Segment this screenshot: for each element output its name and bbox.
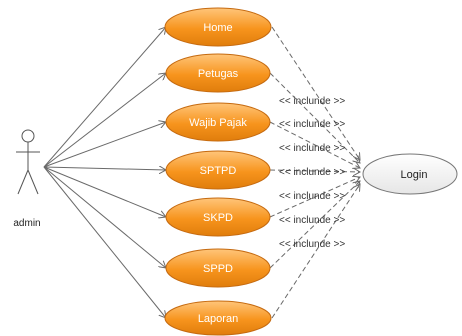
use-case-sptpd-shape — [165, 150, 271, 190]
use-case-sppd-label: SPPD — [203, 263, 233, 275]
include-label-home: << inclunde >> — [279, 96, 345, 107]
include-line-sptpd — [269, 170, 360, 172]
use-case-skpd[interactable]: SKPD — [165, 197, 271, 237]
use-case-home[interactable]: Home — [164, 7, 272, 47]
actor-label: admin — [13, 218, 40, 229]
association-line-sptpd — [43, 167, 166, 170]
include-line-wajib-pajak — [269, 121, 360, 168]
use-case-laporan-label: Laporan — [198, 313, 238, 325]
use-case-sppd[interactable]: SPPD — [165, 248, 271, 288]
use-case-skpd-label: SKPD — [203, 212, 233, 224]
use-case-laporan[interactable]: Laporan — [164, 300, 272, 336]
association-line-sppd — [43, 166, 166, 268]
use-case-home-shape — [164, 7, 272, 47]
actor-right-leg — [27, 169, 39, 195]
include-labels: << inclunde >> << inclunde >> << inclund… — [279, 96, 345, 250]
use-case-wajib-pajak-label: Wajib Pajak — [189, 117, 247, 129]
actor-admin[interactable] — [16, 129, 40, 195]
use-case-petugas-shape — [165, 53, 271, 93]
include-label-sppd: << inclunde >> — [279, 215, 345, 226]
include-label-laporan: << inclunde >> — [279, 239, 345, 250]
use-case-skpd-shape — [165, 197, 271, 237]
include-line-laporan — [271, 184, 360, 319]
include-line-sppd — [269, 181, 360, 269]
use-case-petugas[interactable]: Petugas — [165, 53, 271, 93]
use-case-laporan-shape — [164, 300, 272, 336]
include-line-skpd — [269, 177, 360, 218]
use-case-login-label: Login — [401, 169, 428, 181]
use-case-sppd-shape — [165, 248, 271, 288]
include-label-wajib-pajak: << inclunde >> — [279, 143, 345, 154]
use-case-wajib-pajak[interactable]: Wajib Pajak — [165, 102, 271, 142]
association-line-petugas — [43, 73, 166, 168]
association-line-wajib-pajak — [43, 122, 166, 168]
use-case-home-label: Home — [203, 22, 232, 34]
include-label-sptpd: << inclunde >> — [279, 167, 345, 178]
association-lines — [43, 27, 166, 318]
include-line-home — [271, 26, 360, 160]
association-line-skpd — [43, 166, 166, 217]
use-case-sptpd[interactable]: SPTPD — [165, 150, 271, 190]
include-label-petugas: << inclunde >> — [279, 119, 345, 130]
include-label-skpd: << inclunde >> — [279, 191, 345, 202]
use-case-login-shape — [362, 153, 458, 195]
use-case-wajib-pajak-shape — [165, 102, 271, 142]
use-case-login[interactable]: Login — [362, 153, 458, 195]
association-line-laporan — [43, 166, 166, 318]
include-lines — [269, 26, 360, 319]
association-line-home — [43, 27, 166, 168]
actor-left-leg — [17, 169, 29, 195]
actor-head — [21, 129, 35, 143]
use-case-petugas-label: Petugas — [198, 68, 239, 80]
use-case-sptpd-label: SPTPD — [200, 165, 237, 177]
include-line-petugas — [269, 72, 360, 163]
